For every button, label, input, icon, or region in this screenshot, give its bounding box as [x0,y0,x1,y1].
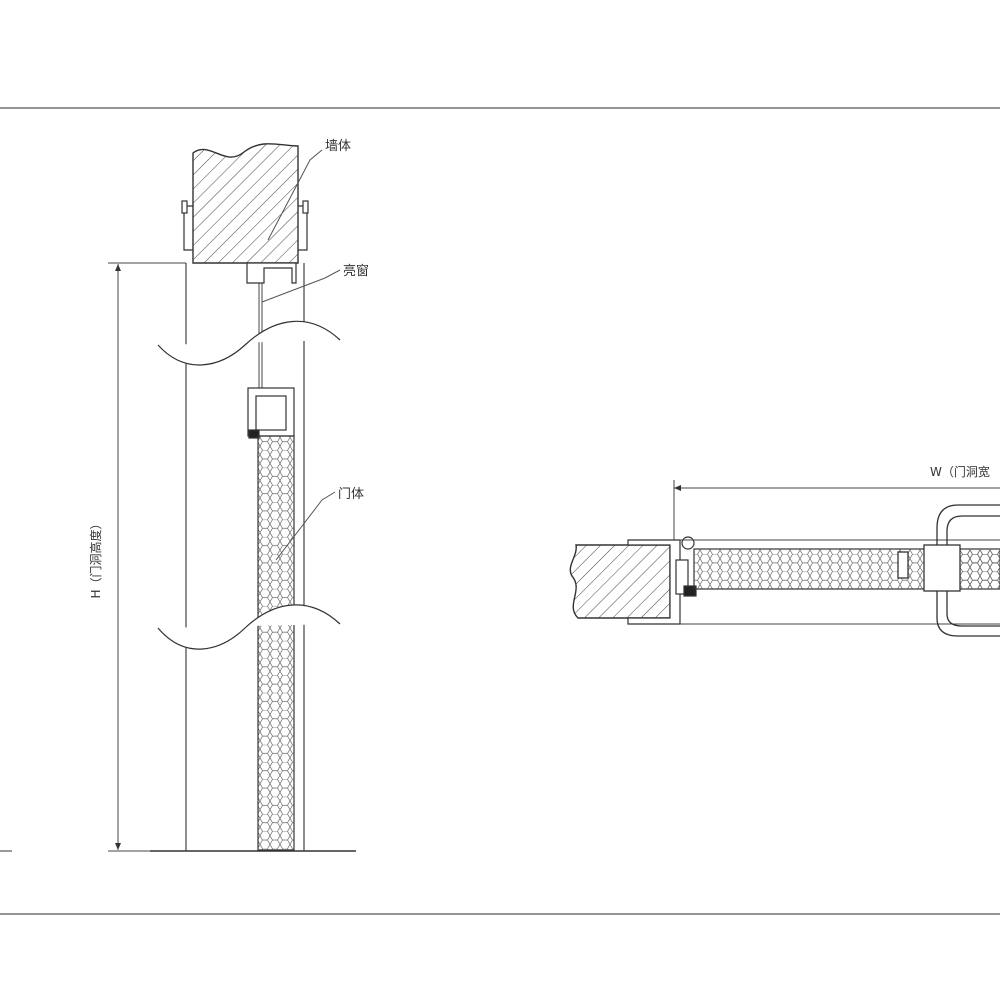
leader-lines [261,149,341,561]
wall-body [192,143,299,264]
handle-assembly [897,504,1000,637]
plan-door-frame [627,536,697,625]
door-body [257,435,295,851]
height-dimension-label: H（门洞高度） [88,517,103,598]
door-body-label: 门体 [338,487,364,502]
vertical-section: H（门洞高度） 墙体 亮窗 门体 [88,139,369,852]
wall-clips [181,200,309,251]
drawing-border [0,107,1000,915]
door-top-frame [247,387,295,439]
horizontal-section: W（门洞宽 [569,464,1000,637]
height-dimension [108,262,186,852]
width-dimension-label: W（门洞宽 [930,464,990,479]
break-line-upper [157,320,341,366]
transom-label: 亮窗 [343,263,369,279]
wall-label: 墙体 [325,139,351,154]
plan-wall-body [569,544,671,619]
width-dimension [673,480,1000,545]
handle-panel-fill [962,549,1000,589]
break-line-lower [157,604,341,650]
